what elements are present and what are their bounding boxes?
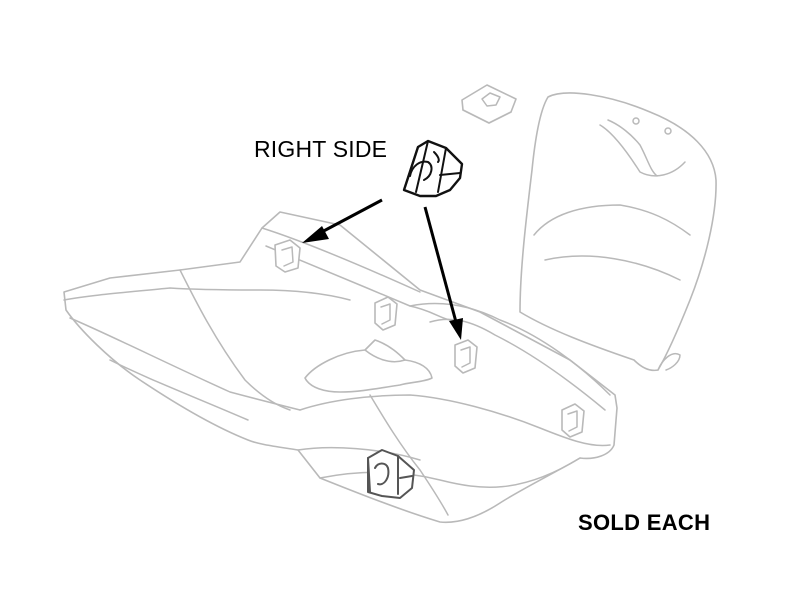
arrow-to-left-slot xyxy=(302,198,383,243)
right-side-label: RIGHT SIDE xyxy=(254,136,388,162)
seat-back xyxy=(519,92,717,372)
sold-each-label: SOLD EACH xyxy=(578,510,711,535)
arrow-to-center-slot xyxy=(423,206,463,340)
seat-cushion xyxy=(63,211,618,524)
seat-hook-slot-3 xyxy=(454,339,478,374)
seat-hook-slot-2 xyxy=(374,296,398,331)
seat-hook-slot-1 xyxy=(274,239,301,273)
right-side-hook-part xyxy=(402,139,464,198)
clip-cover-part xyxy=(461,84,517,124)
seat-hook-slot-4 xyxy=(561,403,585,438)
installed-hook xyxy=(367,449,415,499)
